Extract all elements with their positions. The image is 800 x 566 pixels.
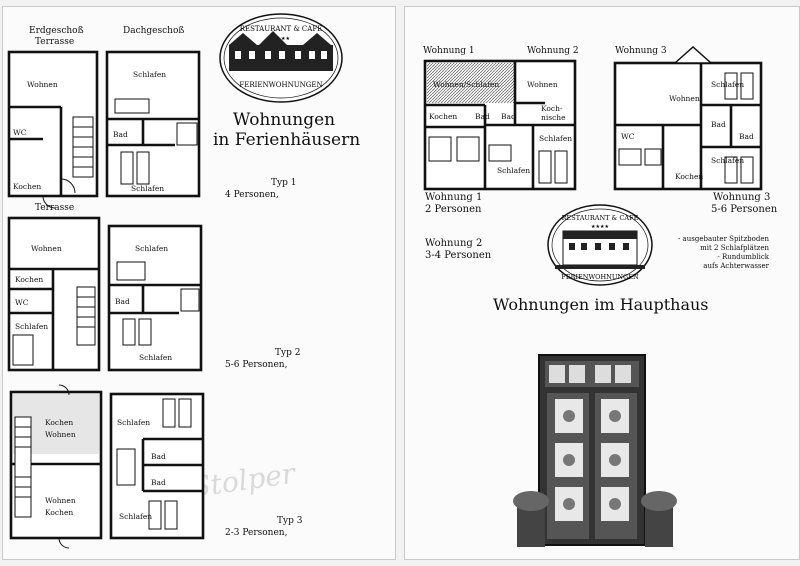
w3-room-4: Bad <box>711 120 726 129</box>
logo-left: RESTAURANT & CAFE ★★★★ FERIENWOHNUNGEN <box>219 13 343 103</box>
w12-room-6: Koch- <box>541 104 563 113</box>
t3a-room-2: Bad <box>151 452 166 461</box>
note-line-2: mit 2 Schlafplätzen <box>700 244 769 253</box>
w3-room-5: Bad <box>739 132 754 141</box>
wohnung2-persons: 3-4 Personen <box>425 250 492 261</box>
wohnung1-persons: 2 Personen <box>425 204 482 215</box>
t2g-room-3: WC <box>15 298 29 307</box>
typ2-capacity: 5-6 Personen, <box>225 360 288 370</box>
note-line-3: - Rundumblick <box>717 253 769 262</box>
typ1-name: Typ 1 <box>271 178 297 188</box>
wohnung1-name: Wohnung 1 <box>425 192 483 203</box>
w12-room-3: Bad <box>475 112 490 121</box>
typ3-ground-plan: Kochen Wohnen Wohnen Kochen <box>9 390 103 540</box>
wohnung3-persons: 5-6 Personen <box>711 204 778 215</box>
typ2-ground-plan: Wohnen Kochen WC Schlafen <box>7 216 101 372</box>
w12-room-9: Schlafen <box>497 166 530 175</box>
w1-w2-plan: Wohnen/Schlafen Kochen Bad Bad Wohnen Ko… <box>423 59 577 191</box>
typ1-ground-plan: Wohnen WC Kochen <box>7 50 99 198</box>
w3-plan: Schlafen Wohnen WC Bad Bad Kochen Schlaf… <box>613 45 763 191</box>
w12-room-1: Wohnen/Schlafen <box>433 80 499 89</box>
header-erdgeschoss: Erdgeschoß <box>29 26 84 36</box>
typ2-attic-plan: Schlafen Bad Schlafen <box>107 224 203 372</box>
logo-right: RESTAURANT & CAFE ★★★★ FERIENWOHNUNGEN <box>547 204 653 286</box>
right-title: Wohnungen im Haupthaus <box>493 295 709 314</box>
typ2-name: Typ 2 <box>275 348 301 358</box>
w3-room-1: Schlafen <box>711 80 744 89</box>
t3a-room-3: Bad <box>151 478 166 487</box>
w12-room-4: Bad <box>501 112 516 121</box>
logo-left-bottom: FERIENWOHNUNGEN <box>239 81 322 89</box>
t3g-room-1: Kochen <box>45 418 73 427</box>
w12-room-7: nische <box>541 113 566 122</box>
t2a-room-1: Schlafen <box>135 244 168 253</box>
t2a-room-3: Schlafen <box>139 353 172 362</box>
t1a-room-3: Schlafen <box>131 184 164 193</box>
typ2-terrace-label: Terrasse <box>35 203 75 213</box>
typ1-capacity: 4 Personen, <box>225 190 279 200</box>
logo-right-stars: ★★★★ <box>591 224 609 230</box>
w3-room-6: Kochen <box>675 172 703 181</box>
t3a-room-4: Schlafen <box>119 512 152 521</box>
t1g-room-1: Wohnen <box>27 80 58 89</box>
w-label-3: Wohnung 3 <box>615 46 667 56</box>
header-dachgeschoss: Dachgeschoß <box>123 26 185 36</box>
note-line-1: - ausgebauter Spitzboden <box>677 235 769 243</box>
left-title-line1: Wohnungen <box>232 110 336 130</box>
left-floorplans: Stolper Wohnen WC Kochen Schlafen <box>7 13 343 549</box>
t2g-room-4: Schlafen <box>15 322 48 331</box>
t3g-room-2: Wohnen <box>45 430 76 439</box>
typ3-name: Typ 3 <box>277 516 303 526</box>
typ1-terrace-label: Terrasse <box>35 37 75 47</box>
t2g-room-1: Wohnen <box>31 244 62 253</box>
left-page: Stolper Wohnen WC Kochen Schlafen <box>2 6 396 560</box>
w3-room-3: WC <box>621 132 635 141</box>
w-label-1: Wohnung 1 <box>423 46 475 56</box>
t2g-room-2: Kochen <box>15 275 43 284</box>
t1g-room-3: Kochen <box>13 182 41 191</box>
attic-note: - ausgebauter Spitzboden mit 2 Schlafplä… <box>675 235 769 271</box>
wohnung2-name: Wohnung 2 <box>425 238 483 249</box>
t1a-room-1: Schlafen <box>133 70 166 79</box>
t1a-room-2: Bad <box>113 130 128 139</box>
w3-room-7: Schlafen <box>711 156 744 165</box>
w-label-2: Wohnung 2 <box>527 46 579 56</box>
left-title-line2: in Ferienhäusern <box>213 129 361 150</box>
w12-room-5: Wohnen <box>527 80 558 89</box>
watermark-script: Stolper <box>189 457 298 504</box>
t1g-room-2: WC <box>13 128 27 137</box>
logo-right-bottom: FERIENWOHNUNGEN <box>561 273 639 281</box>
note-line-4: aufs Achterwasser <box>703 262 769 271</box>
logo-left-stars: ★★★★ <box>272 36 290 42</box>
right-page: Wohnen/Schlafen Kochen Bad Bad Wohnen Ko… <box>404 6 800 560</box>
door-illustration <box>513 354 677 547</box>
right-floorplans: Wohnen/Schlafen Kochen Bad Bad Wohnen Ko… <box>423 45 763 547</box>
typ1-attic-plan: Schlafen Bad Schlafen <box>105 50 201 198</box>
t2a-room-2: Bad <box>115 297 130 306</box>
logo-right-top: RESTAURANT & CAFE <box>562 214 639 222</box>
wohnung3-name: Wohnung 3 <box>713 192 771 203</box>
w12-room-8: Schlafen <box>539 134 572 143</box>
typ3-attic-plan: Schlafen Bad Bad Schlafen <box>109 392 205 540</box>
w3-room-2: Wohnen <box>669 94 700 103</box>
t3g-room-4: Kochen <box>45 508 73 517</box>
logo-left-top: RESTAURANT & CAFE <box>240 25 323 33</box>
t3g-room-3: Wohnen <box>45 496 76 505</box>
typ3-capacity: 2-3 Personen, <box>225 528 288 538</box>
w12-room-2: Kochen <box>429 112 457 121</box>
left-title: Wohnungen in Ferienhäusern <box>213 110 360 150</box>
t3a-room-1: Schlafen <box>117 418 150 427</box>
